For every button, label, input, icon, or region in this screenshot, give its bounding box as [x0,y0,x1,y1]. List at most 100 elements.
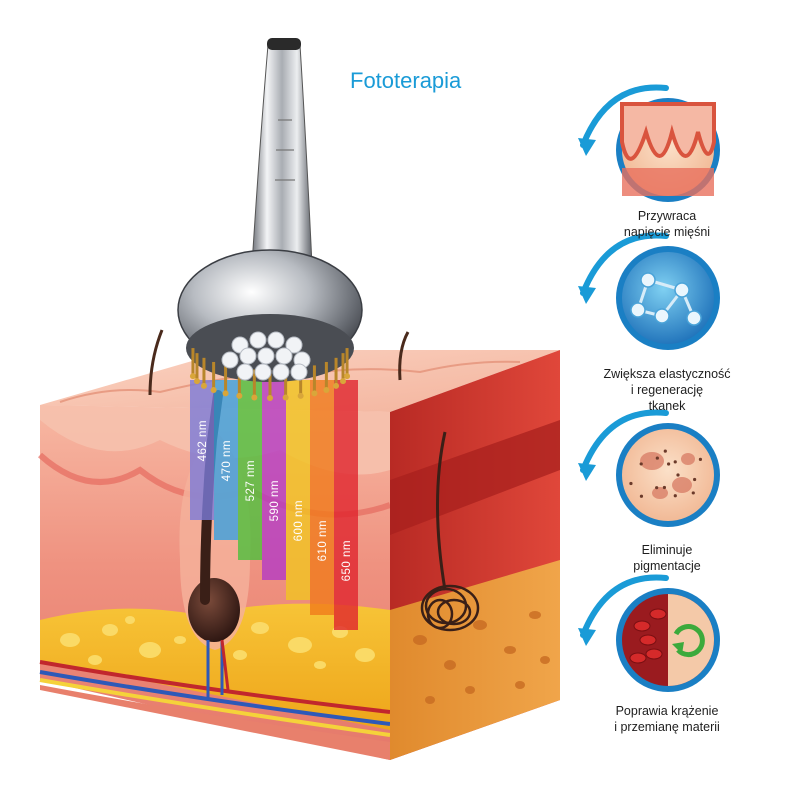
pigment-dot [662,485,667,490]
led [285,336,303,354]
led [249,331,267,349]
benefit-caption-elasticity: Zwiększa elastyczność i regenerację tkan… [582,366,752,414]
molecule-atom [674,282,690,298]
pigment-dot [639,462,643,466]
side-fat-layer [390,560,560,760]
side-dermis-band [390,420,560,535]
device-handle [251,44,313,266]
blood-cell [645,648,663,660]
pigmentation-icon [578,409,720,527]
tissue-half [668,594,714,686]
pigment-dot [673,460,677,464]
pin-tip [297,392,304,399]
fat-layer [40,603,390,730]
fat-cell [355,648,375,662]
fat-cell [465,686,475,694]
fat-cell [444,660,456,670]
wavelength-label: 650 nm [341,540,353,581]
wavelength-label: 470 nm [221,440,233,481]
fat-cell [251,622,269,634]
pigment-dot [667,462,671,466]
arrow-head-icon [578,463,596,481]
light-beam [262,380,286,580]
yellow-nerve [39,678,391,737]
wavelength-label: 610 nm [317,520,329,561]
blood-cell [639,634,657,646]
pigment-spot [672,477,692,493]
bottom-tissue [40,685,390,760]
pigment-spot [681,453,695,465]
benefit-text: pigmentacje [633,559,701,573]
pin-tip [236,392,243,399]
benefit-caption-pigmentation: Eliminuje pigmentacje [582,542,752,574]
pigment-dot [676,473,680,477]
muscle-shape [620,102,716,161]
led [239,347,257,365]
molecule-icon [578,232,720,350]
wavelength-label: 600 nm [293,500,305,541]
fat-cell [102,624,118,636]
light-beam [190,380,214,520]
fat-cell [233,650,247,660]
fat-cell [473,620,487,630]
pin-tip [193,378,200,385]
wavelength-label: 590 nm [269,480,281,521]
pin-tip [282,394,289,401]
benefit-text: Przywraca [637,209,697,223]
pigment-dot [663,449,667,453]
pin-tip [251,394,258,401]
pigment-dot [691,491,695,495]
pigment-dot [629,481,633,486]
pigment-dot [673,494,677,498]
benefit-text: i regenerację [630,383,704,397]
fat-cell [314,661,326,669]
recycle-arrow-icon [673,624,705,658]
benefit-text: tkanek [648,399,686,413]
arrow-head-icon [578,628,596,646]
light-beam [286,380,310,600]
swoosh-arrow-icon [580,84,669,148]
icon-disc [622,252,714,344]
fat-cell [125,616,135,624]
fat-cell [88,655,102,665]
benefit-text: napięcie mięśni [623,225,711,239]
benefit-text: Eliminuje [641,543,693,557]
pin-tip [200,382,207,389]
pigment-dot [698,457,703,461]
blood-cell [649,608,667,620]
pin-tip [210,386,217,393]
benefit-caption-circulation: Poprawia krążenie i przemianę materii [582,703,752,735]
led [267,331,285,349]
led [290,363,308,381]
arrow-head-icon [578,286,596,304]
fat-cell [515,681,525,689]
fat-cell [288,637,312,653]
led [221,351,239,369]
pin-tip [267,395,273,401]
page-title: Fototerapia [350,68,462,93]
pin-tip [222,390,229,397]
led [272,363,290,381]
fat-cell [540,656,550,664]
pigment-dot [655,486,659,490]
blood-cell [629,652,647,664]
sweat-gland [420,584,480,632]
muscle-base [622,168,714,196]
device-handle-engraving [275,119,295,181]
led [275,347,293,365]
recycle-arrow-head [672,642,684,654]
fat-cell [504,646,516,654]
led [257,347,275,365]
molecule-atom [686,310,702,326]
arrow-head-icon [578,138,596,156]
pin-tip [344,373,351,380]
light-beam [310,380,334,615]
pigment-spot [652,487,668,499]
fat-cell [413,635,427,645]
wavelength-label: 527 nm [245,460,257,501]
hair-root-red [220,639,230,691]
device-tip [267,38,301,50]
icon-disc [622,429,714,521]
